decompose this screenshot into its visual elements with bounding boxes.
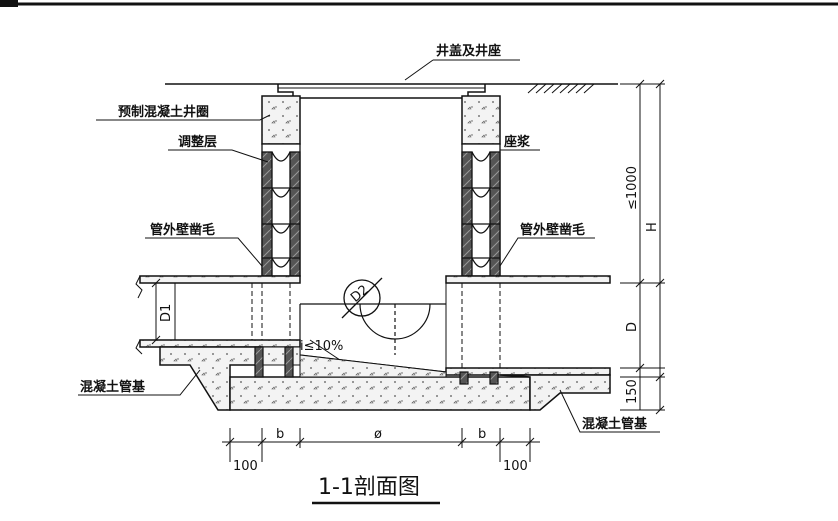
ring-label: 预制混凝土井圈 (118, 104, 209, 120)
d2-circle (341, 277, 383, 319)
vertical-dims (620, 79, 665, 415)
d1-dim (151, 278, 161, 345)
d1-label: D1 (159, 304, 174, 322)
rough-right-label: 管外壁凿毛 (520, 222, 585, 238)
left-wall-courses (261, 143, 301, 277)
base-fill-left (261, 346, 301, 366)
d-label: D (625, 322, 640, 332)
right-pipe (445, 275, 611, 376)
leader-lines (78, 59, 660, 433)
base-left-label: 混凝土管基 (80, 379, 146, 395)
ring-left (261, 95, 301, 145)
right-wall-courses (461, 143, 501, 277)
b-right-label: b (478, 427, 486, 442)
slope-arrow (309, 339, 341, 361)
base-slab (229, 376, 531, 411)
slope-label: i≤10% (300, 339, 343, 354)
drawing-title: 1-1剖面图 (318, 475, 420, 500)
frame-corner (0, 0, 18, 7)
b-left-label: b (276, 427, 284, 442)
max-depth-label: ≤1000 (625, 166, 640, 210)
base-fill-mid (299, 354, 447, 378)
phi-label: ø (374, 427, 382, 442)
h-label: H (645, 222, 660, 232)
base-right (499, 374, 611, 411)
wall-below-pipe (254, 346, 499, 385)
horizontal-dims (222, 428, 540, 462)
ring-right (461, 95, 501, 145)
base-right-label: 混凝土管基 (582, 416, 648, 432)
w-left-label: 100 (233, 459, 258, 474)
well-cover (277, 84, 486, 99)
mortar-label: 座浆 (503, 134, 531, 150)
d2-label: D2 (348, 282, 372, 305)
cover-label: 井盖及井座 (436, 43, 501, 59)
ground-hatch (527, 83, 595, 94)
rough-left-label: 管外壁凿毛 (150, 222, 215, 238)
adjust-label: 调整层 (178, 134, 217, 150)
base-thk-label: 150 (625, 379, 640, 404)
w-right-label: 100 (503, 459, 528, 474)
left-pipe-break (135, 275, 143, 355)
